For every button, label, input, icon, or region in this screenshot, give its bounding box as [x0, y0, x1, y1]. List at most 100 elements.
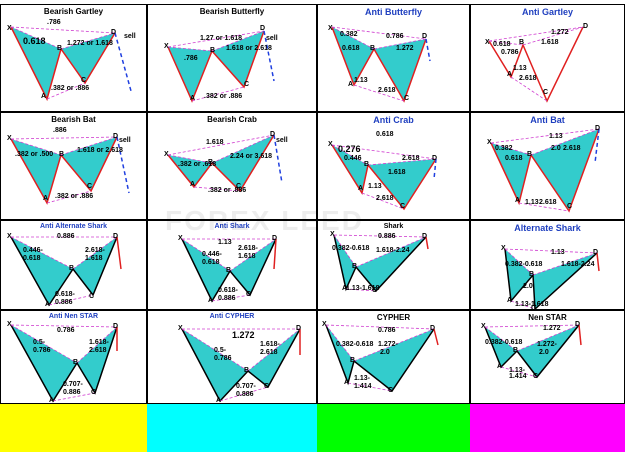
- pattern-label: A: [190, 181, 196, 188]
- pattern-label: A: [348, 81, 354, 88]
- pattern-triangle-bcd: [517, 325, 579, 377]
- pattern-label: 1.13: [218, 239, 232, 246]
- pattern-label: A: [45, 301, 51, 308]
- ratio-guide-line: [325, 324, 435, 330]
- pattern-label: 0.618: [202, 259, 220, 266]
- pattern-label: 1.13-: [354, 375, 370, 382]
- ratio-guide-line: [48, 294, 94, 306]
- pattern-triangle-bcd: [73, 237, 117, 295]
- trade-direction-arrow: [273, 238, 277, 270]
- pattern-label: sell: [124, 33, 136, 40]
- pattern-triangle-bcd: [356, 237, 426, 291]
- pattern-label: 1.618-2.24: [376, 247, 410, 254]
- pattern-label: X: [7, 25, 12, 32]
- pattern-label: 0.382-0.618: [485, 339, 523, 346]
- trade-direction-arrow: [596, 252, 600, 272]
- pattern-label: X: [7, 233, 12, 240]
- pattern-label: A: [43, 195, 49, 202]
- panel-title: Shark: [383, 223, 404, 230]
- panel-title: Bearish Gartley: [43, 7, 104, 16]
- pattern-label: .886: [53, 127, 67, 134]
- ratio-guide-line: [46, 190, 92, 204]
- pattern-label: A: [515, 197, 521, 204]
- ratio-guide-line: [211, 134, 275, 164]
- pattern-triangle-xab: [168, 47, 212, 101]
- pattern-label: .382 or .886: [51, 85, 90, 92]
- pattern-label: B: [364, 161, 370, 168]
- pattern-label: D: [270, 131, 276, 138]
- pattern-triangle-xab: [505, 249, 533, 301]
- pattern-label: C: [236, 183, 242, 190]
- pattern-triangle-bcd: [374, 39, 426, 101]
- pattern-label: 1.272 or 1.618: [67, 40, 113, 47]
- pattern-label: 1.272: [396, 45, 414, 52]
- pattern-triangle-bcd: [61, 33, 115, 83]
- pattern-label: 1.13: [368, 183, 382, 190]
- ratio-guide-line: [193, 186, 241, 192]
- ratio-guide-line: [367, 158, 437, 166]
- pattern-label: 2.618: [89, 347, 107, 354]
- ratio-guide-line: [72, 236, 118, 270]
- pattern-label: 0.382-0.618: [505, 261, 543, 268]
- pattern-label: D: [111, 29, 117, 36]
- panel-title: Anti Bat: [530, 115, 565, 125]
- pattern-drawing: [331, 144, 437, 211]
- pattern-label: 1.13-1.618: [346, 285, 380, 292]
- trade-direction-arrow: [578, 324, 582, 346]
- pattern-triangle-xab: [332, 27, 374, 85]
- pattern-label: X: [164, 43, 169, 50]
- pattern-drawing: [167, 134, 283, 193]
- ratio-guide-line: [484, 324, 580, 328]
- pattern-label: B: [69, 265, 75, 272]
- pattern-label: 2.618: [260, 349, 278, 356]
- pattern-label: X: [481, 323, 486, 330]
- pattern-triangle-xab: [11, 139, 61, 203]
- ratio-guide-line: [522, 26, 584, 46]
- pattern-label: 0.276: [338, 144, 361, 154]
- panel-title: Bearish Crab: [207, 115, 257, 124]
- pattern-label: 0.886: [55, 299, 73, 306]
- pattern-label: 1.272-: [378, 341, 398, 348]
- pattern-label: C: [264, 383, 270, 390]
- ratio-guide-line: [353, 84, 405, 102]
- pattern-label: 0.886: [218, 295, 236, 302]
- pattern-label: 1.272-: [537, 341, 557, 348]
- pattern-drawing: [167, 30, 275, 103]
- pattern-label: C: [81, 77, 87, 84]
- pattern-label: 0.446-: [23, 247, 43, 254]
- pattern-label: A: [190, 95, 196, 102]
- panel-title: Anti Nen STAR: [48, 313, 99, 320]
- pattern-label: 1.272: [543, 325, 561, 332]
- pattern-label: 0.618: [505, 155, 523, 162]
- pattern-label: 2.618: [563, 145, 581, 152]
- ratio-guide-line: [247, 328, 301, 372]
- pattern-label: 0.382: [495, 145, 513, 152]
- color-strip-yellow: [0, 404, 147, 452]
- ratio-guide-line: [219, 386, 269, 402]
- pattern-label: D: [296, 325, 302, 332]
- pattern-label: .382 or .886: [55, 193, 94, 200]
- panel-title: Bearish Bat: [51, 115, 96, 124]
- color-strip-magenta: [470, 404, 625, 452]
- pattern-label: 1.13: [513, 65, 527, 72]
- pattern-label: B: [244, 367, 250, 374]
- ratio-guide-line: [181, 328, 249, 372]
- pattern-label: D: [593, 249, 599, 256]
- pattern-label: X: [328, 141, 333, 148]
- pattern-triangle-xab: [491, 143, 531, 203]
- pattern-triangle-bcd: [77, 327, 117, 393]
- pattern-label: 0.707-: [63, 381, 83, 388]
- ratio-guide-line: [488, 40, 524, 46]
- ratio-guide-line: [10, 26, 62, 50]
- ratio-guide-line: [167, 30, 265, 48]
- pattern-label: D: [422, 33, 428, 40]
- pattern-label: A: [497, 363, 503, 370]
- pattern-drawing: [10, 136, 130, 205]
- pattern-label: 1.13-1.618: [515, 301, 549, 308]
- pattern-label: 2.618: [539, 199, 557, 206]
